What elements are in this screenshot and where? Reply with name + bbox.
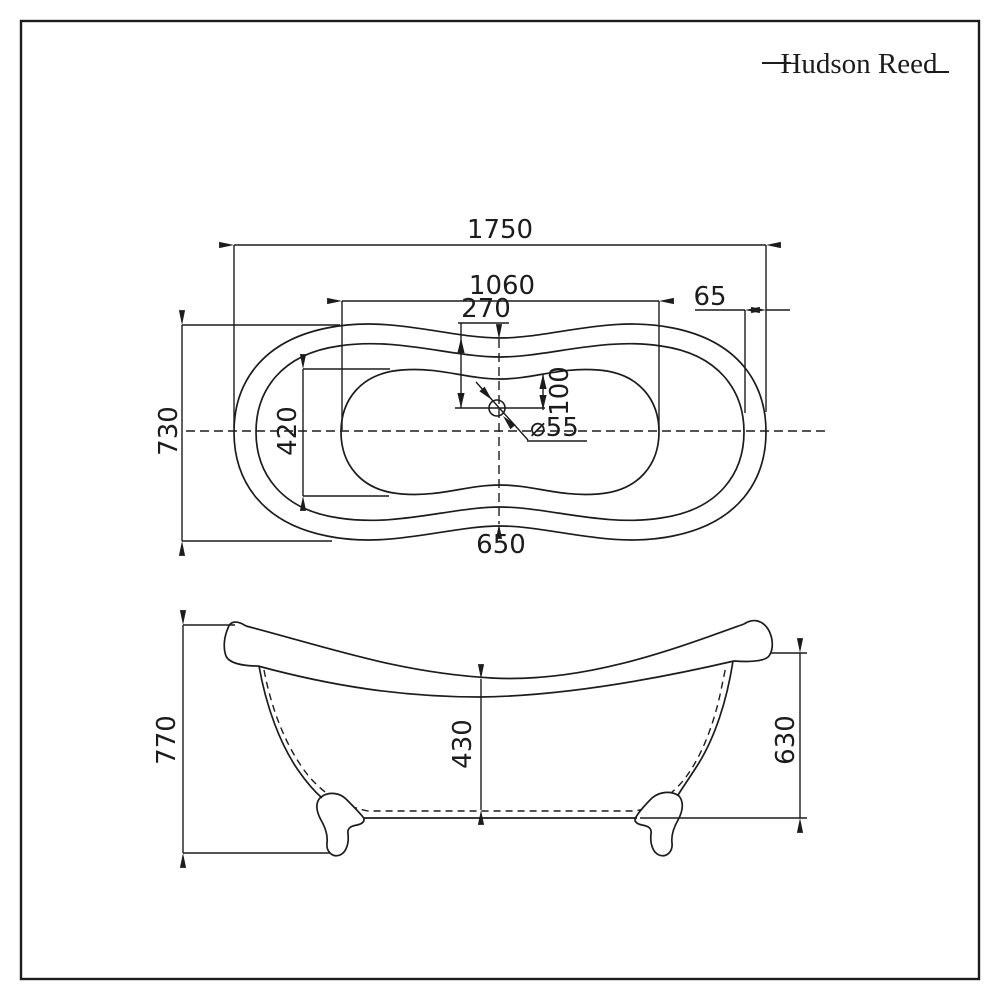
dim-label-drain-diameter: ⌀55 — [530, 413, 579, 443]
plan-basin-outline — [340, 368, 660, 496]
dim-label-100: 100 — [545, 366, 575, 416]
dim-label-650: 650 — [476, 530, 526, 560]
front-view: 770 430 630 — [152, 610, 807, 868]
dim-label-730: 730 — [154, 406, 184, 456]
front-right-foot — [634, 791, 684, 857]
dim-internal-depth: 430 — [448, 664, 485, 825]
dim-basin-width: 420 — [273, 354, 390, 511]
dim-label-630: 630 — [771, 715, 801, 765]
dim-overall-width: 730 — [154, 310, 340, 556]
dim-basin-edge-to-drain: 100 — [539, 366, 575, 416]
drain-hole-icon — [488, 399, 506, 417]
front-right-wall — [677, 660, 734, 796]
page-border — [19, 19, 981, 981]
plan-outer-rim-outline — [233, 323, 767, 541]
dim-label-430: 430 — [448, 719, 478, 769]
plan-view: 1750 1060 270 65 730 — [154, 215, 830, 560]
dim-label-1060: 1060 — [469, 271, 535, 301]
dim-overall-length: 1750 — [219, 215, 781, 428]
dim-rim-to-drain: 270 — [457, 294, 511, 408]
brand-logo: Hudson Reed — [762, 48, 949, 80]
front-inner-shell-dashed — [263, 665, 727, 812]
dim-end-rim-width: 65 — [693, 282, 790, 413]
dim-label-420: 420 — [273, 406, 303, 456]
dim-label-770: 770 — [152, 715, 182, 765]
drain-symbol: ⌀55 — [455, 381, 587, 443]
dim-rim-underside-height: 630 — [640, 638, 807, 833]
front-right-rim-cap — [733, 619, 774, 663]
front-left-foot — [316, 792, 365, 857]
dim-label-1750: 1750 — [467, 215, 533, 245]
front-rim-top-edge — [245, 623, 745, 680]
plan-inner-rim-outline — [255, 342, 745, 522]
dim-basin-length: 1060 — [327, 271, 674, 430]
dim-waist-width: 650 — [476, 324, 526, 560]
brand-name: Hudson Reed — [780, 48, 938, 80]
dim-label-270: 270 — [461, 294, 511, 324]
dim-overall-height: 770 — [152, 610, 330, 868]
front-left-rim-cap — [223, 621, 259, 667]
front-left-wall — [258, 665, 323, 799]
dim-label-65: 65 — [693, 282, 726, 312]
